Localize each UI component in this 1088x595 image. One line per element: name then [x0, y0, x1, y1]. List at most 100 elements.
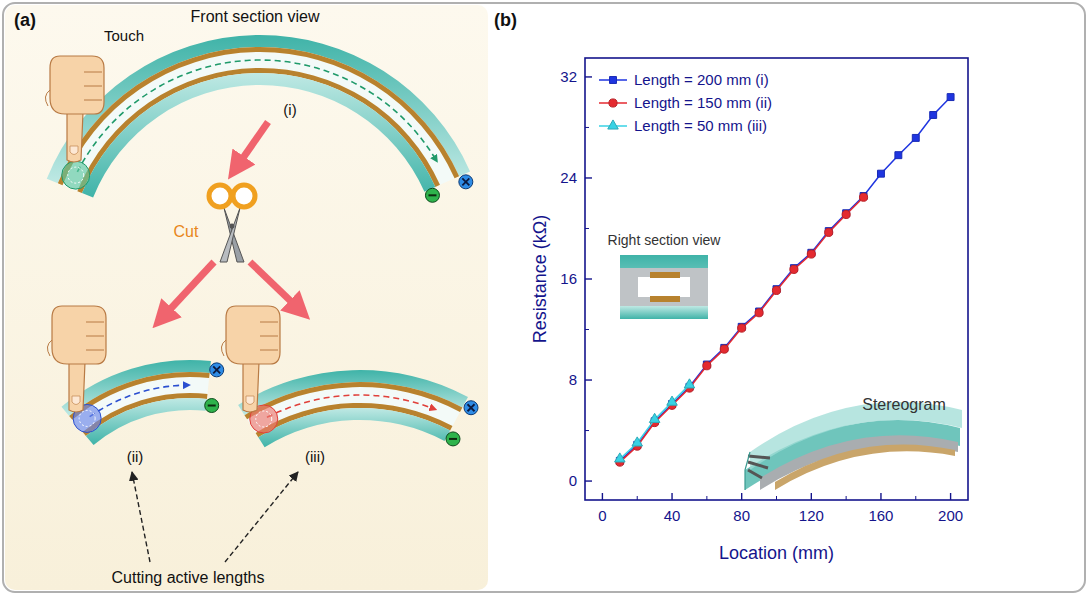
- tick-label: 0: [569, 472, 577, 489]
- tick-label: 0: [598, 507, 606, 524]
- data-point: [947, 94, 954, 101]
- sensor-full: [47, 35, 473, 202]
- step-number: (ii): [127, 448, 144, 465]
- stereogram-drawing: [745, 402, 962, 490]
- inner-layer: [258, 408, 450, 447]
- legend-text: Length = 150 mm (ii): [634, 94, 772, 111]
- sensor-short: [61, 360, 223, 445]
- tick-label: 8: [569, 371, 577, 388]
- process-arrow: [250, 262, 300, 310]
- legend-sample: [599, 99, 627, 107]
- x-tick: [811, 493, 812, 500]
- tick-label: 120: [799, 507, 824, 524]
- tick-label: 32: [560, 68, 577, 85]
- y-tick: [585, 278, 592, 279]
- x-tick: [602, 493, 603, 500]
- data-point: [912, 134, 919, 141]
- data-point: [684, 379, 695, 388]
- x-minor-tick: [776, 496, 777, 500]
- finger-icon: [47, 306, 106, 412]
- tick-label: 16: [560, 270, 577, 287]
- data-point: [667, 396, 678, 405]
- data-line: [620, 385, 690, 459]
- y-minor-tick: [585, 127, 589, 128]
- inner-layer: [82, 73, 435, 198]
- y-tick: [585, 177, 592, 178]
- finger-icon: [221, 306, 280, 412]
- note-text: Cutting active lengths: [112, 569, 265, 587]
- plot-frame: [585, 58, 968, 500]
- touch-ring: [256, 411, 272, 427]
- electrode: [58, 47, 459, 185]
- legend-sample: [599, 77, 627, 84]
- y-tick: [585, 480, 592, 481]
- data-point: [825, 228, 833, 236]
- data-point: [632, 437, 643, 446]
- pointer-arrow: [132, 472, 150, 562]
- legend-text: Length = 50 mm (iii): [634, 117, 767, 134]
- inset-title: Stereogram: [862, 396, 946, 414]
- y-tick: [585, 76, 592, 77]
- inner-layer: [86, 398, 207, 445]
- process-arrow: [162, 262, 214, 318]
- tick-label: 160: [868, 507, 893, 524]
- data-point: [720, 345, 728, 353]
- positive-terminal: [464, 401, 478, 415]
- current-path: [267, 395, 434, 417]
- tick-label: 24: [560, 169, 577, 186]
- process-arrow: [236, 122, 268, 168]
- axis-title: Resistance (kΩ): [530, 215, 551, 344]
- action-label: Cut: [174, 223, 199, 241]
- data-point: [649, 413, 660, 422]
- figure-frame: [3, 3, 1085, 592]
- data-point: [790, 265, 798, 273]
- data-point: [703, 362, 711, 370]
- legend-sample: [599, 120, 627, 129]
- x-minor-tick: [637, 496, 638, 500]
- finger-icon: [45, 56, 104, 162]
- x-minor-tick: [706, 496, 707, 500]
- data-point: [772, 286, 780, 294]
- data-point: [807, 250, 815, 258]
- x-tick: [741, 493, 742, 500]
- panel-label: (b): [494, 10, 517, 31]
- data-point: [930, 112, 937, 119]
- data-point: [895, 152, 902, 159]
- touch-ring: [79, 410, 95, 426]
- x-minor-tick: [846, 496, 847, 500]
- data-point: [755, 309, 763, 317]
- negative-terminal: [446, 432, 460, 446]
- current-path: [90, 385, 187, 417]
- data-point: [842, 210, 850, 218]
- x-tick: [880, 493, 881, 500]
- y-minor-tick: [585, 329, 589, 330]
- positive-terminal: [210, 363, 224, 377]
- y-tick: [585, 379, 592, 380]
- action-label: Touch: [104, 27, 144, 44]
- sensor-long: [238, 370, 478, 447]
- tick-label: 80: [733, 507, 750, 524]
- touch-spot: [62, 161, 90, 189]
- step-number: (iii): [305, 448, 325, 465]
- panel-label: (a): [14, 10, 36, 31]
- panel-a-ground: [5, 5, 488, 590]
- pointer-arrow: [225, 472, 298, 562]
- inset-title: Right section view: [608, 232, 721, 248]
- x-minor-tick: [915, 496, 916, 500]
- data-point: [738, 324, 746, 332]
- tick-label: 40: [664, 507, 681, 524]
- current-path: [77, 60, 435, 172]
- negative-terminal: [205, 399, 219, 413]
- negative-terminal: [425, 188, 439, 202]
- legend-text: Length = 200 mm (i): [634, 71, 769, 88]
- positive-terminal: [459, 175, 473, 189]
- y-minor-tick: [585, 228, 589, 229]
- x-tick: [671, 493, 672, 500]
- cross-section-inset: [620, 255, 708, 319]
- data-point: [859, 193, 867, 201]
- step-number: (i): [283, 101, 296, 118]
- view-title: Front section view: [191, 8, 320, 26]
- x-tick: [950, 493, 951, 500]
- scissors-icon: [209, 185, 255, 262]
